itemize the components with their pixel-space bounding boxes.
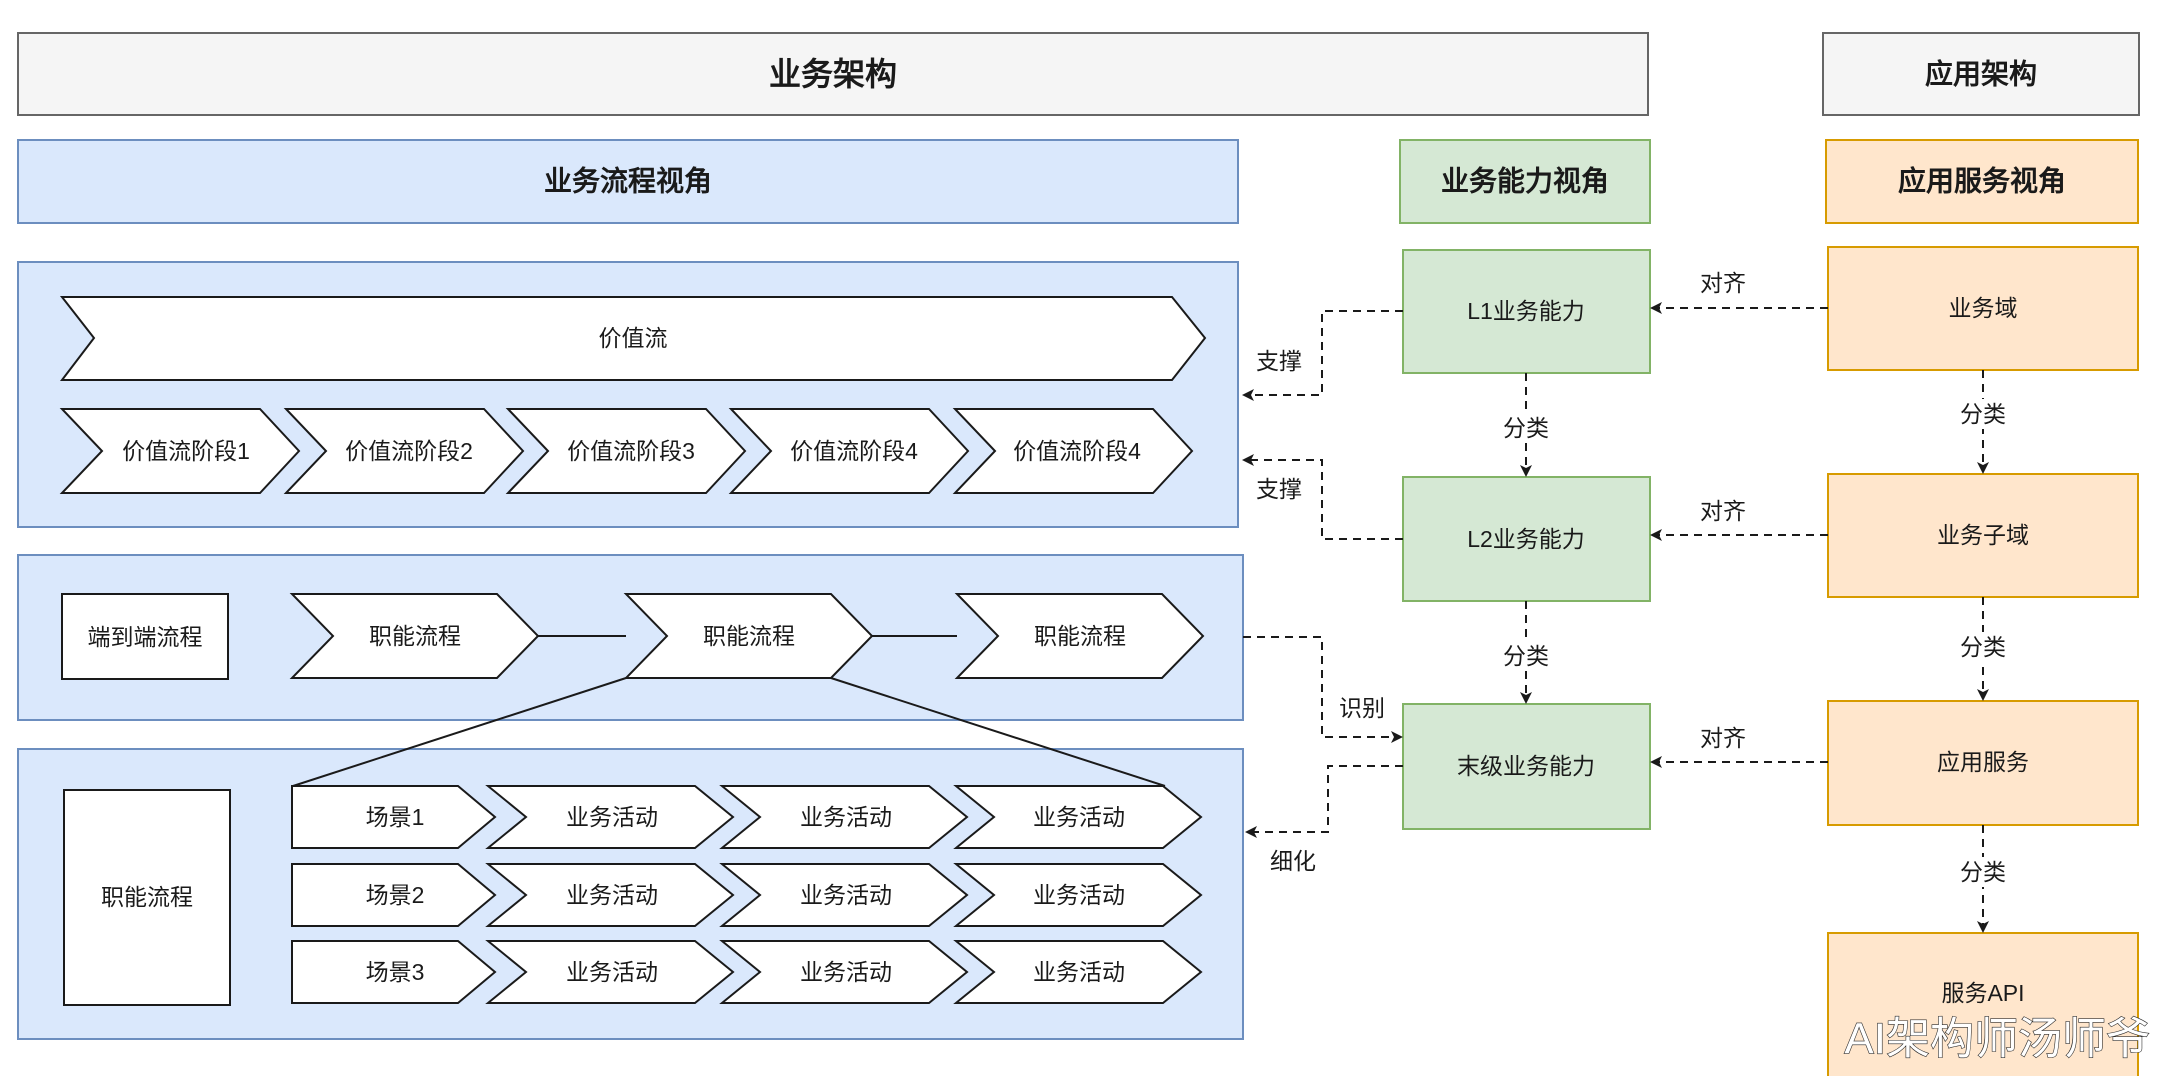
edge-label-refine: 细化	[1270, 848, 1316, 874]
function-process-box-label: 职能流程	[101, 884, 193, 910]
value-stream-stage-label: 价值流阶段4	[790, 438, 918, 464]
edge-label-classify: 分类	[1960, 634, 2006, 660]
value-stream-stage-label: 价值流阶段2	[345, 438, 473, 464]
service-label: 应用服务	[1937, 749, 2029, 775]
activity-label: 业务活动	[566, 959, 658, 985]
service-label: 服务API	[1941, 980, 2024, 1006]
value-stream-panel: 价值流 价值流阶段1 价值流阶段2 价值流阶段3 价值流阶段4 价值流阶段4	[17, 261, 1239, 528]
activity-label: 业务活动	[566, 882, 658, 908]
value-stream-stage: 价值流阶段2	[283, 408, 525, 494]
value-stream-arrow	[59, 296, 1207, 381]
edge-label-support: 支撑	[1256, 476, 1302, 502]
capability-node: 末级业务能力	[1402, 703, 1651, 830]
activity-label: 业务活动	[800, 804, 892, 830]
capability-label: 末级业务能力	[1457, 753, 1595, 779]
value-stream-stage-label: 价值流阶段3	[567, 438, 695, 464]
function-process-box	[63, 789, 231, 1006]
function-detail-panel: 职能流程 场景1 业务活动 业务活动 业务活动 场景2 业务活动	[17, 748, 1244, 1040]
edge-label-bg	[1495, 413, 1557, 443]
scene-label: 场景2	[366, 882, 425, 908]
application-architecture-header: 应用架构	[1822, 32, 2140, 116]
value-stream-stage-label: 价值流阶段4	[1013, 438, 1141, 464]
zoom-line	[830, 677, 1166, 787]
scene-label: 场景3	[366, 959, 425, 985]
business-architecture-title: 业务架构	[769, 56, 897, 92]
service-node: 服务API	[1827, 932, 2139, 1076]
function-process-label: 职能流程	[369, 623, 461, 649]
activity-chevron: 业务活动	[719, 863, 969, 927]
e2e-process-panel: 端到端流程 职能流程 职能流程 职能流程	[17, 554, 1244, 721]
zoom-line	[292, 677, 627, 787]
function-process-chevron: 职能流程	[954, 593, 1205, 679]
activity-chevron: 业务活动	[485, 863, 735, 927]
edge-label-identify: 识别	[1339, 695, 1385, 721]
process-view-title: 业务流程视角	[544, 165, 712, 197]
edge-label-bg	[1952, 857, 2014, 887]
business-architecture-header: 业务架构	[17, 32, 1649, 116]
function-process-chevron: 职能流程	[623, 593, 874, 679]
edge-label-bg	[1952, 399, 2014, 429]
value-stream-label: 价值流	[599, 325, 668, 351]
service-node: 业务域	[1827, 246, 2139, 371]
service-node: 应用服务	[1827, 700, 2139, 826]
value-stream-stage: 价值流阶段4	[952, 408, 1194, 494]
capability-view-header: 业务能力视角	[1399, 139, 1651, 224]
capability-node: L2业务能力	[1402, 476, 1651, 602]
edge-label-classify: 分类	[1503, 643, 1549, 669]
activity-chevron: 业务活动	[485, 940, 735, 1004]
service-label: 业务域	[1949, 295, 2018, 321]
activity-chevron: 业务活动	[485, 785, 735, 849]
value-stream-stage: 价值流阶段1	[59, 408, 301, 494]
application-architecture-title: 应用架构	[1925, 58, 2037, 90]
identify-edge	[1243, 636, 1403, 743]
edge-label-align: 对齐	[1700, 725, 1746, 751]
function-process-label: 职能流程	[703, 623, 795, 649]
edge-label-classify: 分类	[1960, 859, 2006, 885]
activity-chevron: 业务活动	[953, 940, 1203, 1004]
capability-node: L1业务能力	[1402, 249, 1651, 374]
watermark: AI架构师汤师爷	[1844, 1015, 2150, 1064]
support-edge	[1242, 454, 1403, 540]
function-process-label: 职能流程	[1034, 623, 1126, 649]
e2e-process-box	[61, 593, 229, 680]
process-view-header: 业务流程视角	[17, 139, 1239, 224]
capability-view-title: 业务能力视角	[1441, 165, 1609, 197]
edge-label-align: 对齐	[1700, 270, 1746, 296]
activity-label: 业务活动	[566, 804, 658, 830]
activity-label: 业务活动	[800, 959, 892, 985]
capability-label: L1业务能力	[1467, 298, 1585, 324]
edge-label-bg	[1495, 641, 1557, 671]
e2e-process-label: 端到端流程	[88, 624, 203, 650]
edge-label-bg	[1952, 632, 2014, 662]
value-stream-stage: 价值流阶段3	[505, 408, 747, 494]
edge-label-classify: 分类	[1960, 401, 2006, 427]
activity-label: 业务活动	[1033, 882, 1125, 908]
service-view-title: 应用服务视角	[1898, 165, 2066, 197]
activity-chevron: 业务活动	[953, 863, 1203, 927]
activity-label: 业务活动	[1033, 959, 1125, 985]
scene-chevron: 场景2	[291, 863, 497, 927]
activity-chevron: 业务活动	[719, 785, 969, 849]
function-process-chevron: 职能流程	[289, 593, 540, 679]
scene-chevron: 场景1	[291, 785, 497, 849]
service-label: 业务子域	[1937, 522, 2029, 548]
value-stream-stage: 价值流阶段4	[728, 408, 970, 494]
activity-chevron: 业务活动	[719, 940, 969, 1004]
scene-chevron: 场景3	[291, 940, 497, 1004]
support-edge	[1242, 310, 1403, 401]
activity-label: 业务活动	[1033, 804, 1125, 830]
activity-label: 业务活动	[800, 882, 892, 908]
service-node: 业务子域	[1827, 473, 2139, 598]
scene-label: 场景1	[366, 804, 425, 830]
edge-label-support: 支撑	[1256, 348, 1302, 374]
edge-label-classify: 分类	[1503, 415, 1549, 441]
activity-chevron: 业务活动	[953, 785, 1203, 849]
service-view-header: 应用服务视角	[1825, 139, 2139, 224]
value-stream-stage-label: 价值流阶段1	[122, 438, 250, 464]
edge-label-align: 对齐	[1700, 498, 1746, 524]
capability-label: L2业务能力	[1467, 526, 1585, 552]
refine-edge	[1245, 765, 1403, 838]
